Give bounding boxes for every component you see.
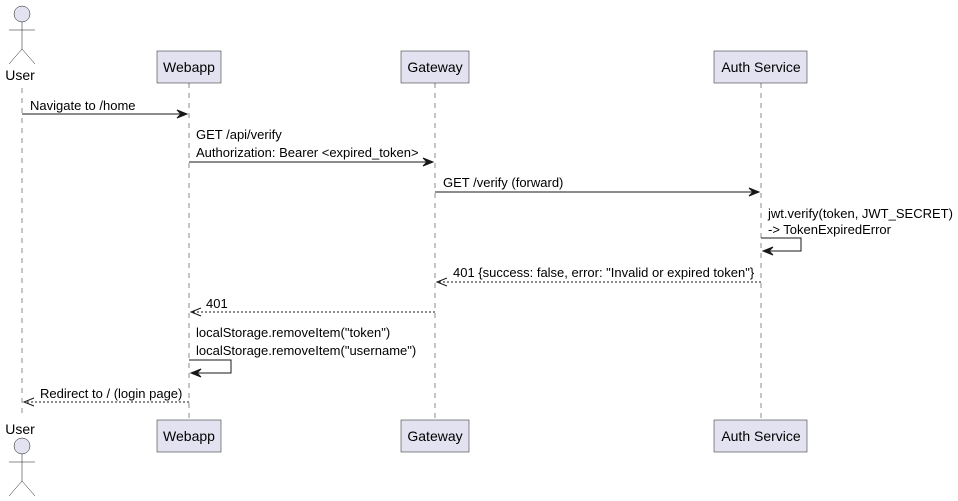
message-label: GET /verify (forward): [443, 175, 563, 190]
participant-label-gateway-bottom: Gateway: [407, 428, 462, 444]
actor-head-icon: [13, 5, 31, 23]
participant-label-webapp-top: Webapp: [163, 59, 215, 75]
message-get-verify-forward: GET /verify (forward): [435, 175, 761, 197]
participants-bottom: User Webapp Gateway Auth Service: [5, 419, 808, 497]
message-label: Redirect to / (login page): [40, 386, 182, 401]
actor-label-user-top: User: [5, 67, 35, 83]
message-label-line-1: localStorage.removeItem("token"): [196, 325, 390, 340]
message-401: 401: [189, 296, 435, 317]
arrow-head-icon: [748, 187, 761, 197]
arrow-head-icon: [176, 109, 189, 119]
message-label-line-1: jwt.verify(token, JWT_SECRET): [767, 206, 953, 221]
participant-box: [156, 50, 222, 84]
participant-label-gateway-top: Gateway: [407, 59, 462, 75]
message-label-line-2: -> TokenExpiredError: [768, 222, 892, 237]
message-local-storage-remove-self: localStorage.removeItem("token") localSt…: [189, 325, 416, 378]
actor-user-top: User: [5, 5, 36, 83]
participant-webapp-top: Webapp: [156, 50, 222, 84]
participant-label-auth-service-top: Auth Service: [721, 59, 801, 75]
actor-leg-left: [8, 48, 23, 65]
message-label: 401: [206, 296, 228, 311]
participant-box: [713, 50, 808, 84]
message-label-line-1: GET /api/verify: [196, 127, 282, 142]
arrow-head-icon: [435, 277, 448, 287]
participants-top: User Webapp Gateway Auth Service: [5, 5, 808, 84]
actor-leg-right: [21, 480, 36, 497]
participant-label-webapp-bottom: Webapp: [163, 428, 215, 444]
actor-user-bottom: User: [5, 421, 36, 497]
actor-head-icon: [13, 437, 31, 455]
message-label: 401 {success: false, error: "Invalid or …: [453, 265, 755, 280]
lifelines: [21, 83, 762, 420]
message-get-api-verify: GET /api/verify Authorization: Bearer <e…: [189, 127, 435, 167]
actor-leg-right: [21, 48, 36, 65]
participant-auth-service-bottom: Auth Service: [713, 419, 808, 453]
participant-gateway-top: Gateway: [400, 50, 470, 84]
arrow-head-icon: [761, 246, 774, 256]
message-redirect-login: Redirect to / (login page): [22, 386, 189, 407]
message-navigate-home: Navigate to /home: [22, 98, 189, 119]
message-jwt-verify-self: jwt.verify(token, JWT_SECRET) -> TokenEx…: [761, 206, 953, 256]
arrow-head-icon: [422, 157, 435, 167]
messages: Navigate to /home GET /api/verify Author…: [22, 98, 953, 407]
arrow-head-icon: [189, 368, 202, 378]
participant-webapp-bottom: Webapp: [156, 419, 222, 453]
message-label: Navigate to /home: [30, 98, 136, 113]
participant-box: [400, 50, 470, 84]
arrow-head-icon: [22, 397, 35, 407]
actor-label-user-bottom: User: [5, 421, 35, 437]
message-self-loop: [189, 359, 232, 374]
participant-box: [156, 419, 222, 453]
participant-box: [713, 419, 808, 453]
message-self-loop: [761, 237, 802, 252]
participant-box: [400, 419, 470, 453]
arrow-head-icon: [189, 307, 202, 317]
participant-gateway-bottom: Gateway: [400, 419, 470, 453]
actor-leg-left: [8, 480, 23, 497]
message-label-line-2: Authorization: Bearer <expired_token>: [196, 145, 419, 160]
message-401-invalid-token: 401 {success: false, error: "Invalid or …: [435, 265, 761, 287]
participant-label-auth-service-bottom: Auth Service: [721, 428, 801, 444]
message-label-line-2: localStorage.removeItem("username"): [196, 343, 416, 358]
participant-auth-service-top: Auth Service: [713, 50, 808, 84]
